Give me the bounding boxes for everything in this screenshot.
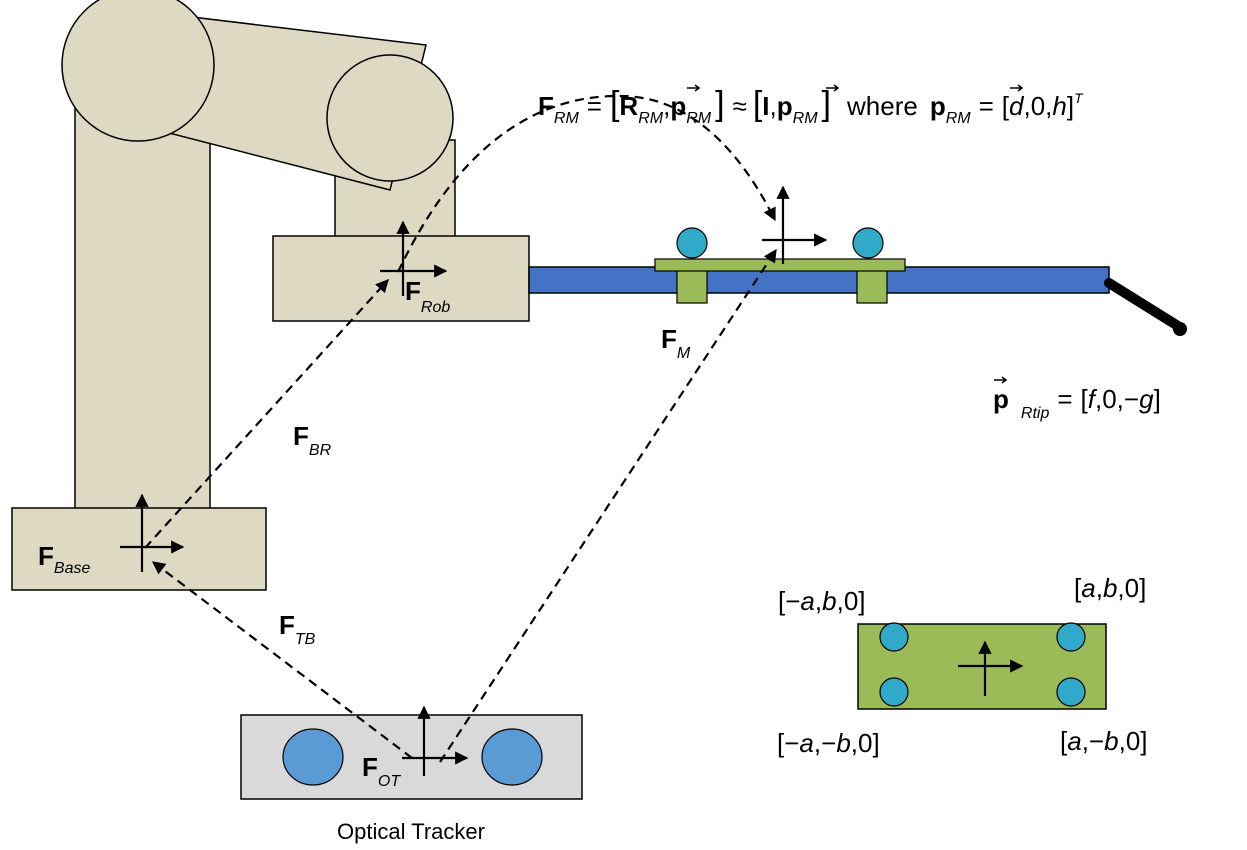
tool-tip [1104,278,1183,331]
robot-elbow-joint [326,54,454,182]
coord-label-tr: [a,b,0] [1074,573,1146,603]
marker-leg-left [676,269,708,304]
frame-label-tb: FTB [279,610,316,648]
tool-tip-ball [1173,322,1187,336]
tracker-lens-left [282,728,344,786]
marker-detail [857,622,1107,710]
tool [528,227,1187,336]
transform-arrow-m [439,248,777,763]
robot-arm [11,0,530,591]
optical-tracker-label: Optical Tracker [337,819,485,844]
marker-detail-ball [879,677,909,707]
marker-detail-ball [1056,622,1086,652]
transform-arrow-tb [151,561,413,759]
marker-detail-ball [1056,677,1086,707]
transform-arrows [144,94,777,763]
coord-label-tl: [−a,b,0] [778,586,866,616]
marker-detail-ball [879,622,909,652]
frame-label-base: FBase [38,541,90,577]
frame-axes [120,185,1024,776]
frame-label-m: FM [661,324,691,362]
tracker-lens-right [481,728,543,786]
robot-column [74,69,211,521]
marker-ball [852,227,884,259]
robot-shoulder-joint [61,0,215,142]
transform-arrow-br [144,279,389,549]
marker-leg-right [856,269,888,304]
frame-label-ot: FOT [362,752,401,790]
coord-label-bl: [−a,−b,0] [777,728,880,758]
marker-plate [654,258,906,272]
frame-label-br: FBR [293,421,332,459]
robot-base [11,507,267,591]
vector-arrows-top [687,84,1024,92]
robot-flange [272,235,530,322]
coord-label-br: [a,−b,0] [1060,726,1148,756]
transform-arrow-rm [397,94,776,273]
marker-ball [676,227,708,259]
vector-arrow-tip [994,376,1008,384]
frame-label-rob: FRob [405,276,450,316]
